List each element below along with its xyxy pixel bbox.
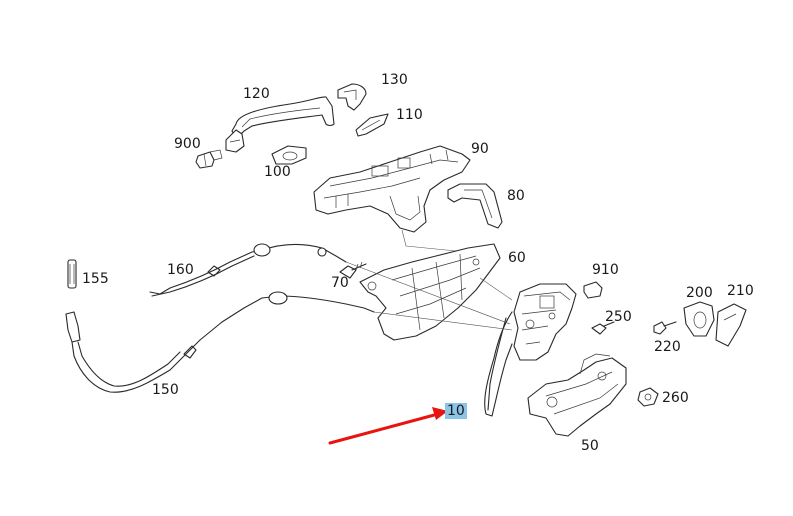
callout-250[interactable]: 250 [605,309,632,325]
part-220-screw[interactable] [653,321,677,335]
callout-70[interactable]: 70 [331,275,349,291]
part-900-lock-cylinder[interactable] [195,149,223,169]
callout-210[interactable]: 210 [727,283,754,299]
part-155-pin[interactable] [67,259,77,289]
part-90-handle-carrier[interactable] [313,145,471,253]
callout-150[interactable]: 150 [152,382,179,398]
callout-120[interactable]: 120 [243,86,270,102]
part-110-gasket[interactable] [355,113,389,137]
callout-10-highlighted[interactable]: 10 [445,403,467,419]
part-120-door-handle[interactable] [225,96,335,153]
callout-910[interactable]: 910 [592,262,619,278]
callout-220[interactable]: 220 [654,339,681,355]
callout-155[interactable]: 155 [82,271,109,287]
callout-110[interactable]: 110 [396,107,423,123]
part-80-bracket[interactable] [447,183,503,229]
callout-260[interactable]: 260 [662,390,689,406]
part-10-door-lock[interactable] [479,277,577,417]
callout-50[interactable]: 50 [581,438,599,454]
part-60-inner-carrier[interactable] [359,243,501,341]
part-200-striker[interactable] [683,301,715,337]
callout-200[interactable]: 200 [686,285,713,301]
callout-900[interactable]: 900 [174,136,201,152]
part-150-cable[interactable] [65,291,375,393]
callout-100[interactable]: 100 [264,164,291,180]
part-250-screw[interactable] [591,321,615,335]
part-160-cable[interactable] [149,243,347,297]
part-100-gasket[interactable] [271,145,307,165]
leader-line [345,261,511,325]
part-210-plate[interactable] [715,303,747,347]
part-910-bushing[interactable] [583,281,603,299]
part-50-bracket[interactable] [527,353,627,437]
callout-60[interactable]: 60 [508,250,526,266]
part-130-handle-cap[interactable] [337,83,367,111]
indicator-arrow [328,407,448,445]
callout-130[interactable]: 130 [381,72,408,88]
callout-160[interactable]: 160 [167,262,194,278]
callout-90[interactable]: 90 [471,141,489,157]
part-260-bolt[interactable] [637,387,659,407]
leader-line [373,311,513,331]
callout-80[interactable]: 80 [507,188,525,204]
